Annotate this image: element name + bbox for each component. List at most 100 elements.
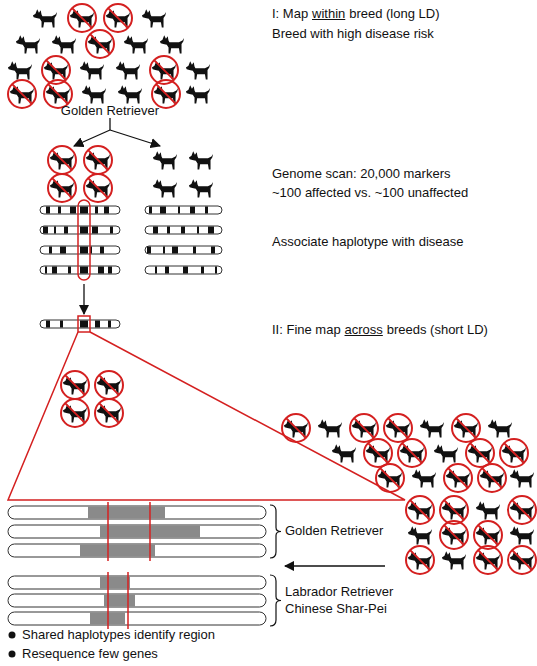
dog-icon [318,419,342,437]
marker-band [193,247,196,254]
chromosome-bar [40,266,120,274]
dog-silhouette [142,9,166,27]
affected-ring [8,80,36,108]
affected-ring [48,146,76,174]
affected-slash [448,468,468,488]
dog-icon [420,419,444,437]
dog-silhouette [442,551,466,569]
marker-band [46,321,50,328]
dog-silhouette [189,151,213,169]
step-note: Breed with high disease risk [272,26,434,42]
haplotype-bar [8,544,266,557]
dog-icon [508,496,536,524]
affected-slash [504,443,524,463]
text-line: Associate haplotype with disease [272,234,464,250]
affected-slash [154,60,174,80]
dog-silhouette [153,151,177,169]
dog-icon [510,469,534,487]
affected-slash [46,60,66,80]
marker-band [147,247,151,254]
affected-ring [474,521,502,549]
chromosome [145,206,222,214]
haplotype [8,612,266,625]
dog-silhouette [160,35,184,53]
marker-band [211,247,215,254]
marker-band [167,227,170,234]
dog-silhouette [116,61,140,79]
marker-band [110,227,113,234]
affected-slash [470,443,490,463]
bullet-dot [9,632,16,639]
affected-ring [364,439,392,467]
dog-silhouette [434,444,458,462]
dog-silhouette [153,179,177,197]
dog-icon [408,526,432,544]
marker-band [80,207,88,214]
marker-band [92,227,98,234]
text-line: Resequence few genes [22,646,158,662]
marker-band [163,247,165,254]
text-line: Golden Retriever [61,103,159,119]
dog-icon [364,439,392,467]
dog-icon [61,371,89,399]
affected-slash [444,525,464,545]
shared-segment [80,545,155,557]
marker-band [49,247,52,254]
marker-band [153,227,158,234]
marker-band [100,247,104,254]
marker-band [178,207,180,214]
affected-slash [88,178,108,198]
dog-icon [476,501,500,519]
affected-ring [61,371,89,399]
affected-slash [478,525,498,545]
dog-silhouette [510,526,534,544]
dog-icon [116,61,140,79]
dog-icon [84,174,112,202]
flow-arrow [285,565,385,566]
dog-icon [186,61,210,79]
dog-silhouette [186,61,210,79]
breed-label: Golden Retriever [285,523,383,539]
haplotype [8,525,266,538]
dog-silhouette [82,85,106,103]
affected-ring [95,399,123,427]
text-line: Labrador Retriever [285,584,393,600]
affected-ring [474,546,502,574]
affected-slash [99,375,119,395]
chromosome-bar [145,266,222,274]
flow-arrow [83,284,84,314]
shared-segment [100,577,130,589]
step-heading: II: Fine map [272,322,341,338]
dog-icon [440,521,468,549]
marker-band [160,207,166,214]
dog-icon [186,85,210,103]
dog-silhouette [8,61,32,79]
dog-silhouette [118,85,142,103]
affected-slash [90,34,110,54]
dog-icon [474,546,502,574]
affected-ring [84,146,112,174]
dog-icon [282,414,310,442]
dog-icon [16,35,40,53]
dog-icon [189,151,213,169]
haplotype [8,544,266,557]
text-line: II: Fine mapacrossbreeds (short LD) [272,322,488,338]
affected-slash [88,150,108,170]
marker-band [181,227,185,234]
region-boundary [127,572,129,629]
marker-band [60,321,63,328]
marker-band [58,207,61,214]
marker-band [80,267,88,274]
text-line: Genome scan: 20,000 markers [272,166,450,182]
text-line: Shared haplotypes identify region [22,627,215,643]
affected-ring [452,414,480,442]
haplotype-bar [8,612,266,625]
dog-icon [474,521,502,549]
dog-icon [444,464,472,492]
affected-ring [478,464,506,492]
affected-slash [368,443,388,463]
chromosome [40,246,120,254]
marker-band [215,267,217,274]
dog-icon [153,179,177,197]
curly-bracket [270,505,281,558]
